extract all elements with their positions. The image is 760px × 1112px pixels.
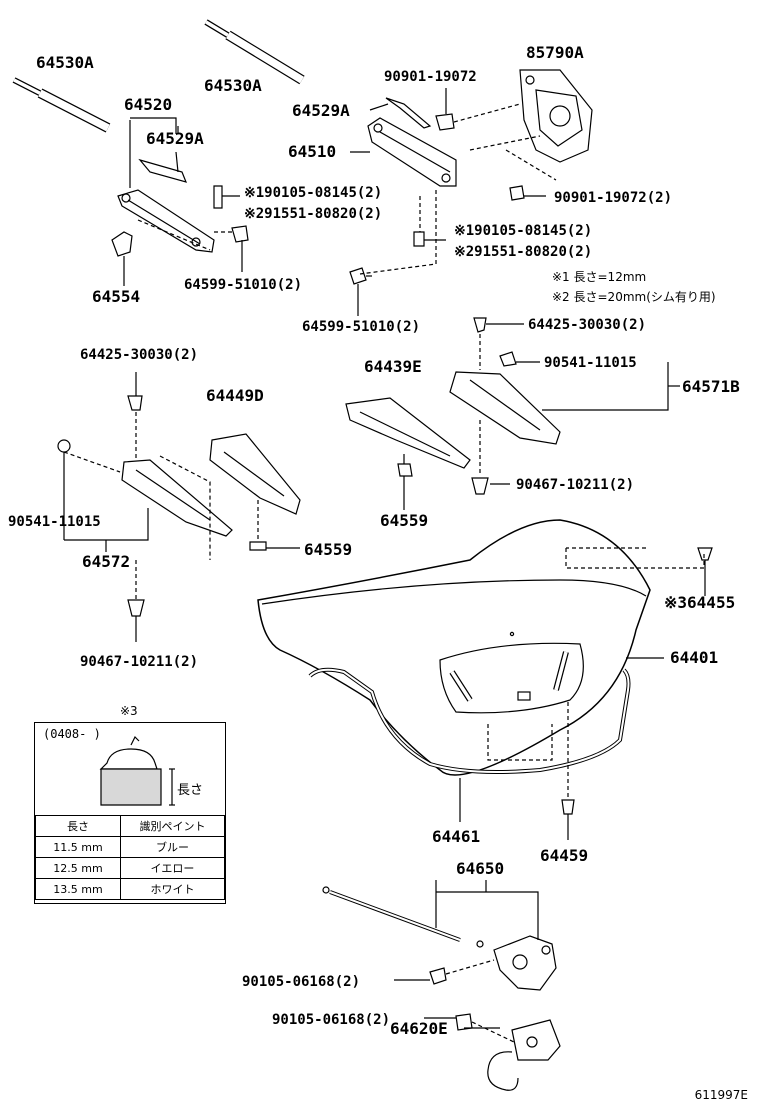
part-label-90105-06168-b: 90105-06168(2) bbox=[272, 1012, 391, 1028]
part-label-64459: 64459 bbox=[540, 846, 589, 865]
part-label-91551-80820-left: ※291551-80820(2) bbox=[244, 206, 383, 222]
row-length: 11.5 mm bbox=[35, 836, 121, 858]
part-label-91551-80820-right: ※291551-80820(2) bbox=[454, 244, 593, 260]
part-label-90901-19072-lower: 90901-19072(2) bbox=[554, 190, 673, 206]
inset-marker: ※3 bbox=[120, 704, 138, 718]
part-label-90105-08145-right: ※190105-08145(2) bbox=[454, 223, 593, 239]
row-paint: イエロー bbox=[120, 857, 225, 879]
part-label-64530a-top: 64530A bbox=[204, 76, 262, 95]
note-length-12mm: ※1 長さ=12mm bbox=[552, 270, 647, 284]
header-id-paint: 識別ペイント bbox=[120, 815, 225, 837]
part-label-64650: 64650 bbox=[456, 859, 505, 878]
trunk-lid-drawing bbox=[257, 519, 651, 776]
part-label-85790a: 85790A bbox=[526, 43, 584, 62]
part-label-90467-10211-right: 90467-10211(2) bbox=[516, 477, 635, 493]
part-label-64572: 64572 bbox=[82, 552, 131, 571]
part-label-90105-06168-a: 90105-06168(2) bbox=[242, 974, 361, 990]
part-label-64449d: 64449D bbox=[206, 386, 264, 405]
gas-strut-left-drawing bbox=[12, 77, 111, 133]
part-label-64559-left: 64559 bbox=[304, 540, 353, 559]
header-length: 長さ bbox=[35, 815, 121, 837]
part-label-64425-30030-left: 64425-30030(2) bbox=[80, 347, 199, 363]
part-label-90901-19072-top: 90901-19072 bbox=[384, 69, 477, 85]
part-label-64520: 64520 bbox=[124, 95, 173, 114]
part-label-64510: 64510 bbox=[288, 142, 337, 161]
row-paint: ホワイト bbox=[120, 878, 225, 900]
inset-length-label: 長さ bbox=[177, 783, 204, 798]
part-label-64599-51010-left: 64599-51010(2) bbox=[184, 277, 303, 293]
part-label-64401: 64401 bbox=[670, 648, 719, 667]
inset-table: 長さ 識別ペイント 11.5 mm ブルー 12.5 mm イエロー 13.5 … bbox=[35, 815, 225, 900]
clip-profile-drawing bbox=[99, 735, 175, 806]
part-label-90541-11015-right: 90541-11015 bbox=[544, 355, 637, 371]
part-label-64530a-left: 64530A bbox=[36, 53, 94, 72]
weatherstrip-drawing bbox=[308, 667, 631, 774]
table-row: 13.5 mm ホワイト bbox=[35, 878, 225, 900]
part-label-64620e: 64620E bbox=[390, 1019, 448, 1038]
part-label-64559-right: 64559 bbox=[380, 511, 429, 530]
part-label-64425-30030-right: 64425-30030(2) bbox=[528, 317, 647, 333]
part-label-64529a-right: 64529A bbox=[292, 101, 350, 120]
part-label-64455: ※364455 bbox=[664, 593, 736, 612]
part-label-64529a-left: 64529A bbox=[146, 129, 204, 148]
row-paint: ブルー bbox=[120, 836, 225, 858]
gas-strut-top-drawing bbox=[204, 19, 305, 85]
part-label-64554: 64554 bbox=[92, 287, 141, 306]
part-label-90541-11015-left: 90541-11015 bbox=[8, 514, 101, 530]
part-label-90105-08145-left: ※190105-08145(2) bbox=[244, 185, 383, 201]
inset-date-range: (0408- ) bbox=[43, 727, 101, 741]
diagram-reference-number: 611997E bbox=[694, 1088, 748, 1102]
part-label-64571b: 64571B bbox=[682, 377, 740, 396]
part-label-64461: 64461 bbox=[432, 827, 481, 846]
part-label-64599-51010-right: 64599-51010(2) bbox=[302, 319, 421, 335]
part-label-90467-10211-left: 90467-10211(2) bbox=[80, 654, 199, 670]
table-row: 11.5 mm ブルー bbox=[35, 836, 225, 858]
part-label-64439e: 64439E bbox=[364, 357, 422, 376]
inset-table-header: 長さ 識別ペイント bbox=[35, 815, 225, 837]
note-length-20mm: ※2 長さ=20mm(シム有り用) bbox=[552, 290, 716, 304]
table-row: 12.5 mm イエロー bbox=[35, 857, 225, 879]
row-length: 12.5 mm bbox=[35, 857, 121, 879]
row-length: 13.5 mm bbox=[35, 878, 121, 900]
inset-panel: (0408- ) 長さ 長さ 識別ペイント 11.5 mm bbox=[34, 722, 226, 904]
